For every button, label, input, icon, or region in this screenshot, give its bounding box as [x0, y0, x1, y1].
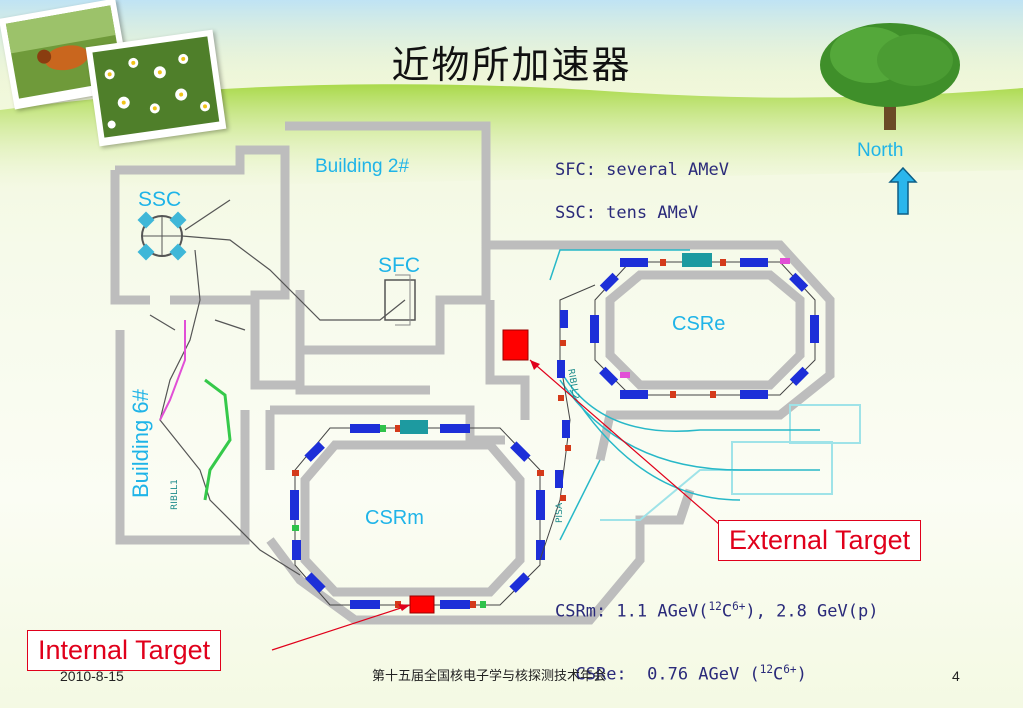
external-target-label: External Target [718, 520, 922, 561]
label-building2: Building 2# [315, 156, 410, 177]
csre-charge-state: 6+ [783, 663, 797, 676]
tree-image [820, 23, 960, 130]
csrm-ring [290, 420, 545, 609]
label-csrm: CSRm [365, 507, 424, 529]
ribll1-line [159, 320, 186, 421]
footer-page-number: 4 [952, 668, 960, 684]
internal-target-callout [271, 604, 411, 651]
csre-element: C [773, 664, 784, 685]
daisy-image [92, 36, 220, 138]
csre-electron-cooler [682, 253, 712, 267]
photo-daisies [85, 29, 227, 147]
csrm-charge-state: 6+ [732, 600, 746, 613]
ssc-energy-note: SSC: tens AMeV [555, 203, 699, 223]
external-target-callout [529, 359, 721, 526]
csre-ring [590, 253, 819, 399]
sfc-cyclotron [384, 274, 416, 326]
label-ribll1: RIBLL1 [170, 479, 180, 510]
green-beamline [203, 378, 232, 501]
footer-date: 2010-8-15 [60, 668, 124, 684]
north-label: North [857, 140, 904, 161]
internal-target-label: Internal Target [27, 630, 222, 671]
csrm-energy-note: CSRm: 1.1 AGeV(12C6+), 2.8 GeV(p) [555, 600, 878, 622]
ssc-cyclotron [137, 211, 187, 261]
csrm-energy-suffix: ), 2.8 GeV(p) [745, 601, 879, 622]
ribll2-line [539, 284, 596, 561]
internal-target-arrowhead [398, 604, 410, 611]
north-arrow-icon [888, 166, 918, 215]
internal-target-marker [409, 595, 435, 614]
label-sfc: SFC [378, 254, 420, 277]
csrm-energy-prefix: CSRm: 1.1 AGeV( [555, 601, 709, 622]
experimental-hall [600, 404, 861, 521]
label-pisa: PISA [555, 502, 565, 523]
csrm-element: C [721, 601, 733, 622]
label-building6: Building 6# [128, 389, 153, 498]
sfc-energy-note: SFC: several AMeV [555, 160, 729, 180]
external-target-arrowhead [530, 360, 540, 370]
csrm-electron-cooler [400, 420, 428, 434]
csre-energy-suffix: ) [796, 664, 807, 685]
csrm-mass-number: 12 [708, 600, 722, 613]
csre-energy-prefix: CSRe: 0.76 AGeV ( [575, 664, 760, 685]
csre-mass-number: 12 [759, 663, 774, 676]
slide-title: 近物所加速器 [391, 43, 632, 87]
footer-conference: 第十五届全国核电子学与核探测技术年会 [372, 669, 607, 684]
label-ssc: SSC [138, 188, 182, 211]
external-target-marker [502, 329, 529, 361]
beam-lines [549, 249, 820, 541]
csre-energy-note: CSRe: 0.76 AGeV (12C6+) [555, 643, 807, 685]
label-csre: CSRe [672, 313, 726, 335]
